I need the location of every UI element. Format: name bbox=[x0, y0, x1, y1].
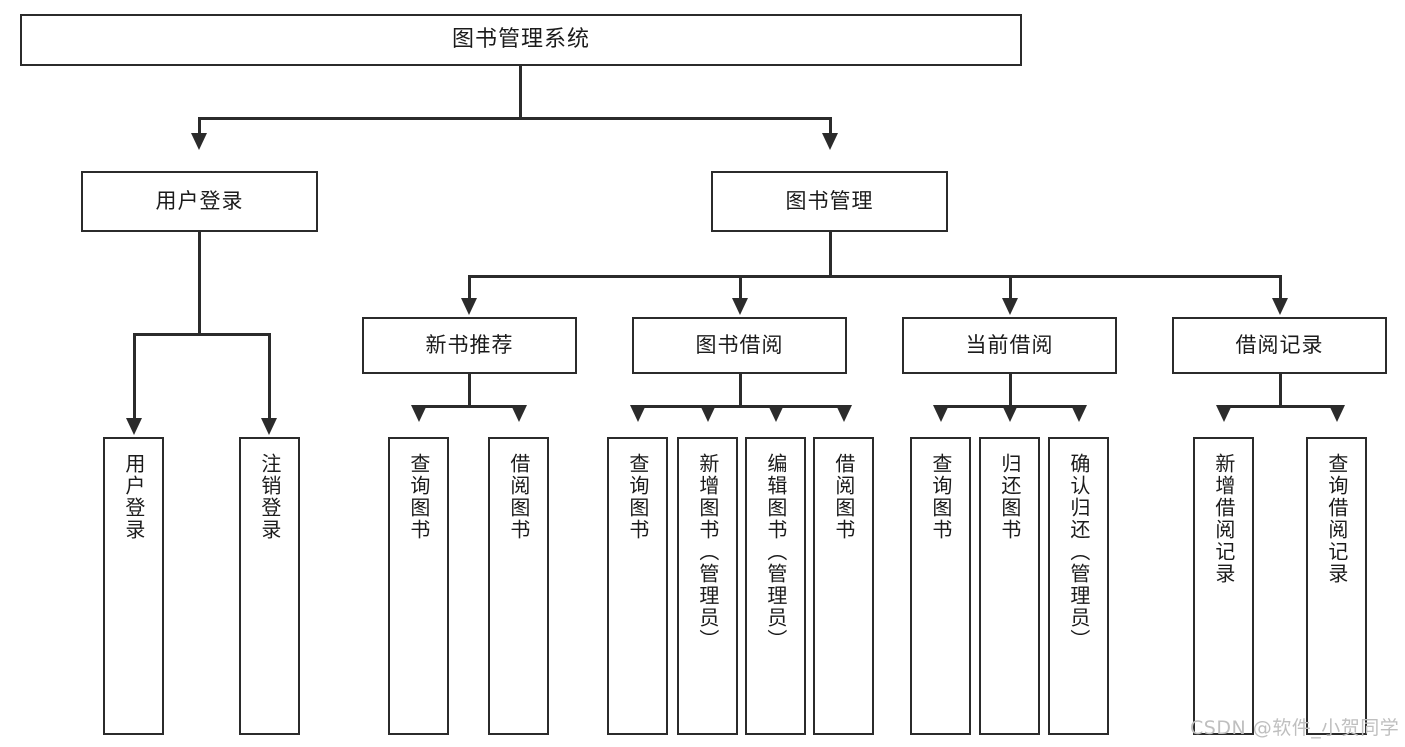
connector-borrow-record-stem bbox=[1279, 374, 1282, 407]
connector-book-borrow-stem bbox=[739, 374, 742, 407]
node-leaf-borrow-book-1[interactable]: 借阅图书 bbox=[488, 437, 549, 735]
node-user-login-label: 用户登录 bbox=[155, 189, 244, 214]
connector-root-bus bbox=[198, 117, 831, 120]
node-leaf-query-book-3-label: 查询图书 bbox=[928, 453, 953, 541]
connector-l3-drop-4 bbox=[1279, 275, 1282, 300]
arrowhead-new-book-rec bbox=[461, 298, 477, 315]
arrowhead-leaf-user-login bbox=[126, 418, 142, 435]
arrowhead-leaf-confirm-return bbox=[1071, 405, 1087, 422]
arrowhead-leaf-add-book bbox=[700, 405, 716, 422]
arrowhead-leaf-return-book bbox=[1002, 405, 1018, 422]
node-book-manage-label: 图书管理 bbox=[785, 189, 874, 214]
arrowhead-borrow-record bbox=[1272, 298, 1288, 315]
node-leaf-borrow-book-2[interactable]: 借阅图书 bbox=[813, 437, 874, 735]
connector-book-manage-bus bbox=[468, 275, 1280, 278]
connector-user-login-drop-1 bbox=[133, 333, 136, 420]
node-root-system[interactable]: 图书管理系统 bbox=[20, 14, 1022, 66]
connector-current-borrow-stem bbox=[1009, 374, 1012, 407]
node-leaf-user-login-label: 用户登录 bbox=[121, 453, 146, 541]
connector-root-drop-right bbox=[829, 117, 832, 135]
arrowhead-current-borrow bbox=[1002, 298, 1018, 315]
connector-book-borrow-bus bbox=[637, 405, 843, 408]
arrowhead-user-login bbox=[191, 133, 207, 150]
arrowhead-leaf-edit-book bbox=[768, 405, 784, 422]
connector-borrow-record-bus bbox=[1223, 405, 1336, 408]
node-borrow-record[interactable]: 借阅记录 bbox=[1172, 317, 1387, 374]
node-leaf-borrow-book-1-label: 借阅图书 bbox=[506, 453, 531, 541]
node-new-book-rec-label: 新书推荐 bbox=[425, 333, 514, 358]
arrowhead-leaf-query-book-2 bbox=[630, 405, 646, 422]
connector-user-login-drop-2 bbox=[268, 333, 271, 420]
connector-book-manage-stem bbox=[829, 232, 832, 277]
node-leaf-borrow-book-2-label: 借阅图书 bbox=[831, 453, 856, 541]
connector-new-book-rec-bus bbox=[418, 405, 518, 408]
arrowhead-leaf-borrow-book-1 bbox=[511, 405, 527, 422]
arrowhead-leaf-query-record bbox=[1329, 405, 1345, 422]
node-book-manage[interactable]: 图书管理 bbox=[711, 171, 948, 232]
connector-l3-drop-2 bbox=[739, 275, 742, 300]
node-leaf-query-book-1[interactable]: 查询图书 bbox=[388, 437, 449, 735]
node-new-book-rec[interactable]: 新书推荐 bbox=[362, 317, 577, 374]
arrowhead-leaf-borrow-book-2 bbox=[836, 405, 852, 422]
node-leaf-query-record[interactable]: 查询借阅记录 bbox=[1306, 437, 1367, 735]
arrowhead-book-manage bbox=[822, 133, 838, 150]
node-leaf-query-record-label: 查询借阅记录 bbox=[1324, 453, 1349, 585]
node-book-borrow[interactable]: 图书借阅 bbox=[632, 317, 847, 374]
connector-l3-drop-3 bbox=[1009, 275, 1012, 300]
arrowhead-leaf-logout bbox=[261, 418, 277, 435]
node-leaf-query-book-2[interactable]: 查询图书 bbox=[607, 437, 668, 735]
node-leaf-add-record-label: 新增借阅记录 bbox=[1211, 453, 1236, 585]
node-leaf-edit-book-label: 编辑图书（管理员） bbox=[763, 453, 788, 651]
node-leaf-query-book-3[interactable]: 查询图书 bbox=[910, 437, 971, 735]
node-leaf-add-book[interactable]: 新增图书（管理员） bbox=[677, 437, 738, 735]
node-leaf-return-book[interactable]: 归还图书 bbox=[979, 437, 1040, 735]
connector-l3-drop-1 bbox=[468, 275, 471, 300]
node-leaf-return-book-label: 归还图书 bbox=[997, 453, 1022, 541]
node-leaf-logout-label: 注销登录 bbox=[257, 453, 282, 541]
arrowhead-leaf-query-book-1 bbox=[411, 405, 427, 422]
connector-new-book-rec-stem bbox=[468, 374, 471, 407]
node-leaf-add-record[interactable]: 新增借阅记录 bbox=[1193, 437, 1254, 735]
arrowhead-book-borrow bbox=[732, 298, 748, 315]
node-leaf-edit-book[interactable]: 编辑图书（管理员） bbox=[745, 437, 806, 735]
connector-root-stem bbox=[519, 66, 522, 119]
connector-user-login-stem bbox=[198, 232, 201, 335]
node-user-login[interactable]: 用户登录 bbox=[81, 171, 318, 232]
node-leaf-confirm-return[interactable]: 确认归还（管理员） bbox=[1048, 437, 1109, 735]
connector-root-drop-left bbox=[198, 117, 201, 135]
arrowhead-leaf-add-record bbox=[1216, 405, 1232, 422]
node-leaf-add-book-label: 新增图书（管理员） bbox=[695, 453, 720, 651]
node-leaf-query-book-2-label: 查询图书 bbox=[625, 453, 650, 541]
node-root-system-label: 图书管理系统 bbox=[451, 27, 590, 53]
node-leaf-confirm-return-label: 确认归还（管理员） bbox=[1066, 453, 1091, 651]
node-leaf-query-book-1-label: 查询图书 bbox=[406, 453, 431, 541]
node-borrow-record-label: 借阅记录 bbox=[1235, 333, 1324, 358]
node-leaf-logout[interactable]: 注销登录 bbox=[239, 437, 300, 735]
arrowhead-leaf-query-book-3 bbox=[933, 405, 949, 422]
node-current-borrow[interactable]: 当前借阅 bbox=[902, 317, 1117, 374]
node-leaf-user-login[interactable]: 用户登录 bbox=[103, 437, 164, 735]
connector-user-login-bus bbox=[133, 333, 270, 336]
node-book-borrow-label: 图书借阅 bbox=[695, 333, 784, 358]
node-current-borrow-label: 当前借阅 bbox=[965, 333, 1054, 358]
